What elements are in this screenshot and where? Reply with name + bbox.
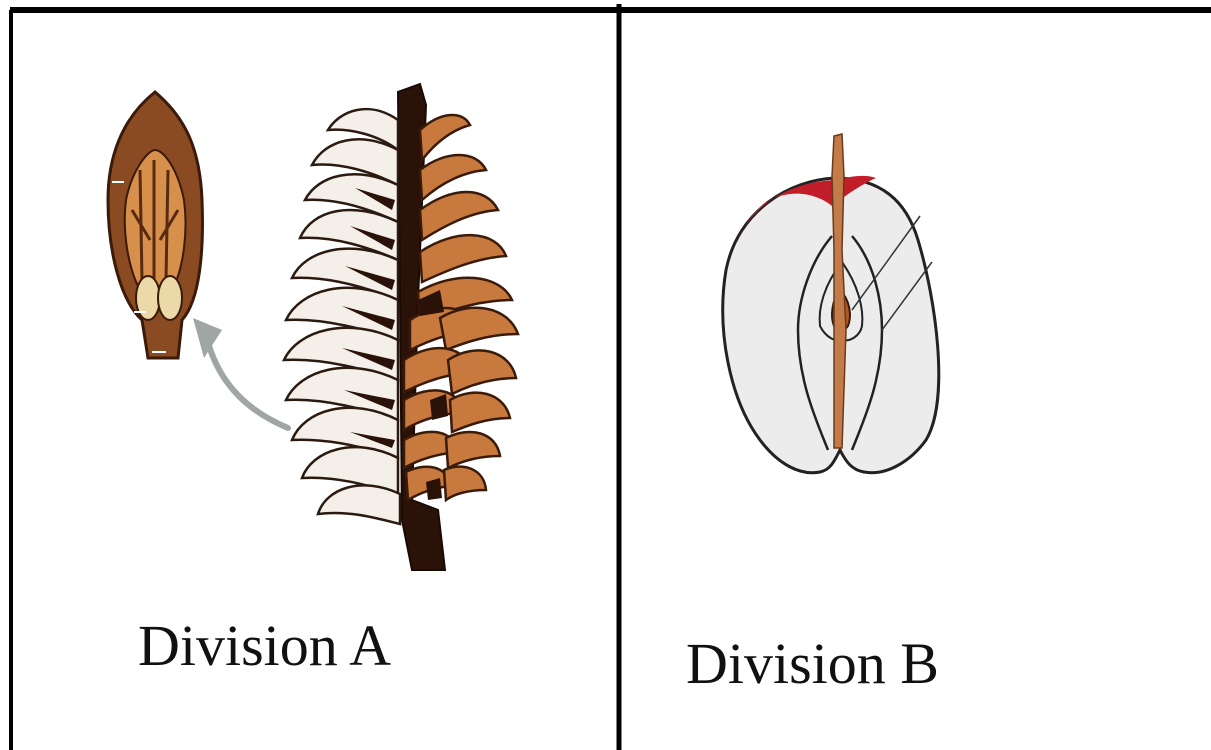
panel-division-a: Division A [0, 0, 620, 750]
panel-division-b: Division B [620, 0, 1211, 750]
apple-cross-section-icon [723, 134, 939, 473]
pine-cone-cross-section-icon [284, 84, 518, 570]
division-a-label: Division A [138, 612, 391, 679]
division-b-label: Division B [686, 630, 939, 697]
pine-seed-scale-icon [108, 92, 202, 358]
curved-arrow-icon [193, 318, 288, 428]
